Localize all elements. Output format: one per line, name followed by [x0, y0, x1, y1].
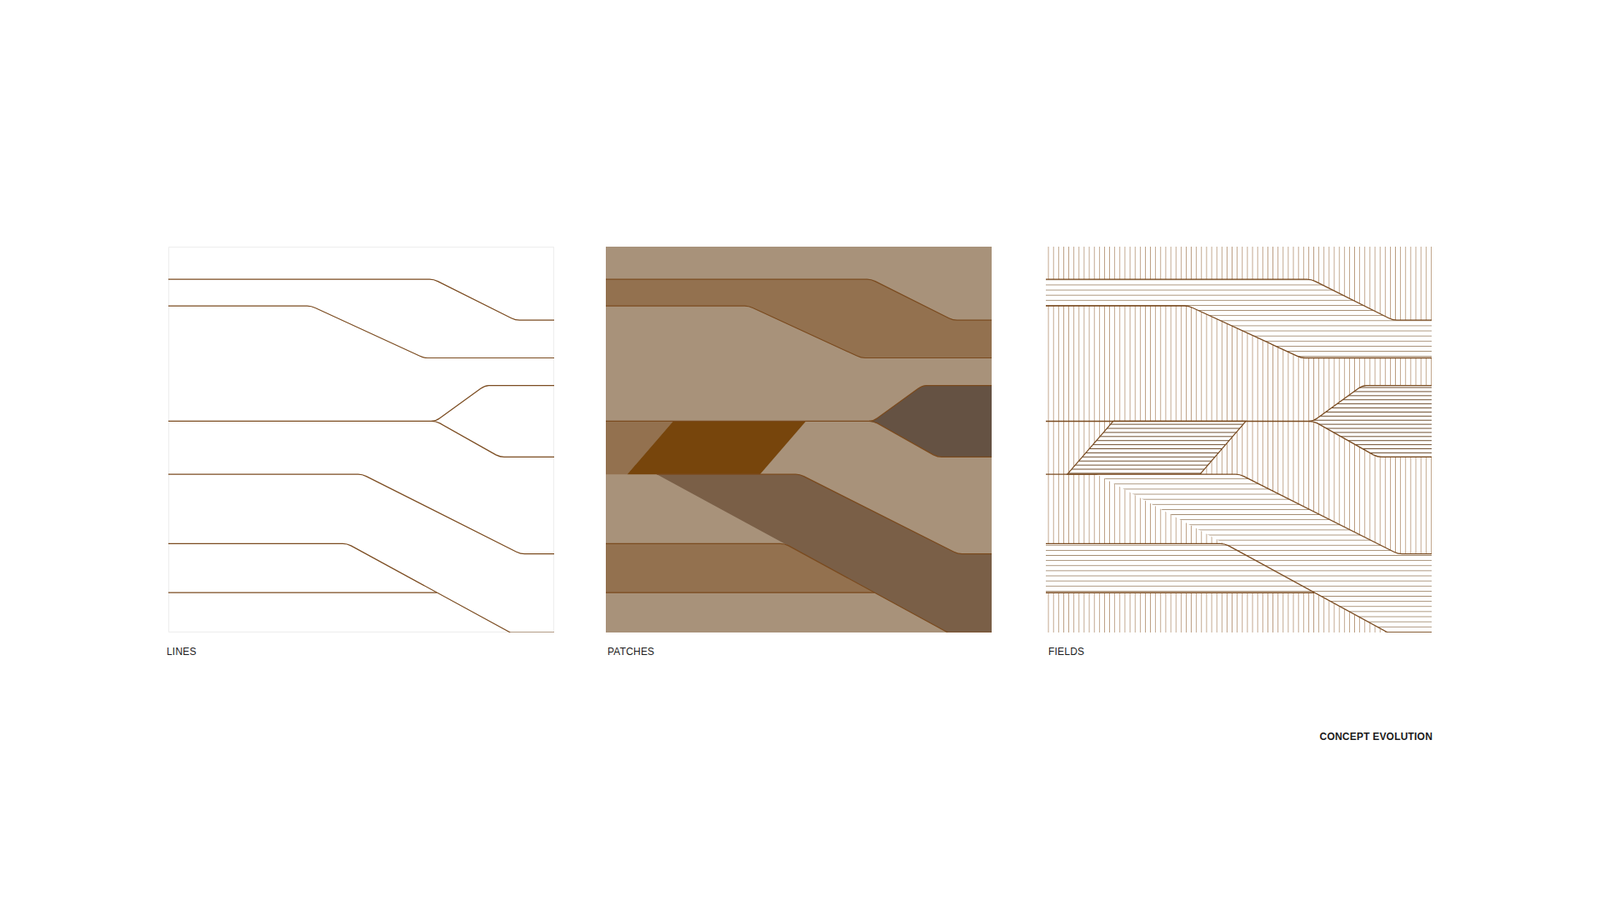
field-hatch: [1309, 385, 1432, 458]
panel-frame: [169, 247, 555, 633]
flow-lines: [168, 279, 555, 633]
flow-lines: [1045, 279, 1432, 633]
fields-panel: [1045, 246, 1432, 633]
patch: [605, 543, 875, 593]
panel-label: FIELDS: [1048, 645, 1085, 658]
field-hatch: [1067, 420, 1246, 475]
patch-ground: [605, 246, 992, 633]
panel-label: PATCHES: [607, 645, 655, 658]
field-clear: [1045, 543, 1315, 593]
lines-panel: [168, 246, 555, 633]
flow-lines: [605, 279, 992, 633]
field-clear: [1309, 385, 1432, 458]
field-hatch: [1045, 246, 1432, 633]
field-ground: [1045, 246, 1432, 633]
patch: [605, 279, 992, 358]
field-hatch: [1045, 279, 1432, 358]
field-clear: [1067, 420, 1246, 475]
field-clear: [1045, 279, 1432, 358]
patches-panel: [605, 246, 992, 633]
patch: [627, 420, 806, 475]
figure-caption: CONCEPT EVOLUTION: [1320, 730, 1433, 743]
panel-label: LINES: [166, 645, 197, 658]
field-hatch: [1045, 543, 1315, 593]
patch: [869, 385, 992, 458]
